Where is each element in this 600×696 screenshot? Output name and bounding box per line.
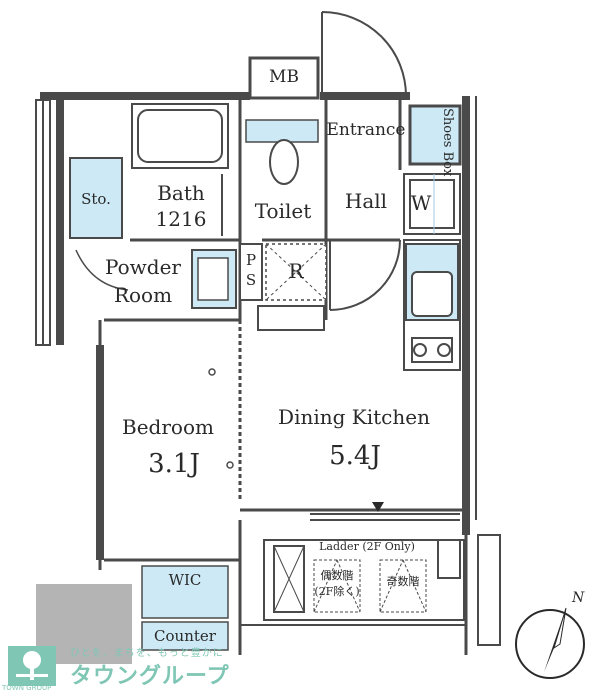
shoes-box	[408, 104, 462, 166]
mb-box	[248, 56, 320, 100]
wic-box	[141, 565, 229, 619]
label-ladder: Ladder (2F Only)	[319, 540, 415, 553]
right-column	[475, 96, 501, 646]
ceiling-mark	[226, 461, 234, 469]
label-dining-kitchen: Dining Kitchen	[278, 405, 430, 429]
brand-watermark: ひとを、まちを、もっと豊かに タウングループ TOWN GROUP	[0, 640, 300, 696]
label-wic: WIC	[168, 571, 202, 589]
ps-shaft	[239, 243, 263, 301]
label-ps-s: S	[245, 271, 257, 289]
label-bedroom: Bedroom	[122, 415, 214, 439]
kitchen-counter	[403, 239, 461, 371]
label-toilet: Toilet	[254, 199, 312, 223]
label-entrance: Entrance	[326, 120, 406, 140]
interior-walls	[98, 96, 468, 655]
label-odd-floors: 奇数階	[386, 575, 420, 588]
label-r: R	[288, 259, 304, 283]
label-mb: MB	[269, 67, 299, 87]
bathtub	[131, 103, 229, 236]
door-marker	[372, 502, 384, 512]
hall-door	[329, 239, 401, 311]
label-dining-kitchen-size: 5.4J	[329, 441, 381, 471]
shelf	[257, 305, 325, 331]
compass-needle-icon	[544, 608, 566, 672]
compass-n-label: N	[571, 590, 585, 606]
balcony	[240, 539, 466, 626]
label-hall: Hall	[344, 189, 388, 213]
label-powder-room-2: Room	[113, 283, 173, 307]
label-bedroom-size: 3.1J	[148, 449, 200, 479]
powder-door	[75, 249, 129, 291]
label-powder-room-1: Powder	[104, 255, 181, 279]
ceiling-mark	[208, 368, 216, 376]
label-even-floors-1: 偶数階	[320, 569, 354, 582]
compass-ring	[515, 609, 585, 679]
counter-box	[141, 621, 229, 651]
toilet-tank	[245, 119, 319, 143]
label-sto: Sto.	[81, 190, 111, 208]
town-group-logo-icon	[8, 646, 56, 686]
label-bath-size: 1216	[155, 207, 207, 231]
compass-needle-outline	[553, 607, 567, 650]
brand-tagline: ひとを、まちを、もっと豊かに	[70, 648, 224, 659]
label-bath: Bath	[157, 181, 205, 205]
washer	[403, 173, 461, 235]
sto-box	[69, 157, 123, 239]
left-window	[35, 99, 51, 346]
label-shoes-box: Shoes Box	[440, 108, 455, 177]
brand-name: タウングループ	[70, 664, 230, 689]
label-counter: Counter	[154, 627, 216, 645]
label-w: W	[410, 191, 432, 215]
entrance-door	[321, 11, 407, 97]
sash-rail	[310, 513, 460, 521]
toilet-bowl	[269, 139, 299, 185]
label-ps-p: P	[245, 251, 257, 269]
label-even-floors-2: (2F除く)	[314, 585, 360, 598]
north-compass: N	[515, 590, 585, 679]
hatch-boxes	[313, 559, 427, 613]
powder-sink-basin	[197, 257, 229, 301]
brand-sub: TOWN GROUP	[2, 684, 52, 692]
